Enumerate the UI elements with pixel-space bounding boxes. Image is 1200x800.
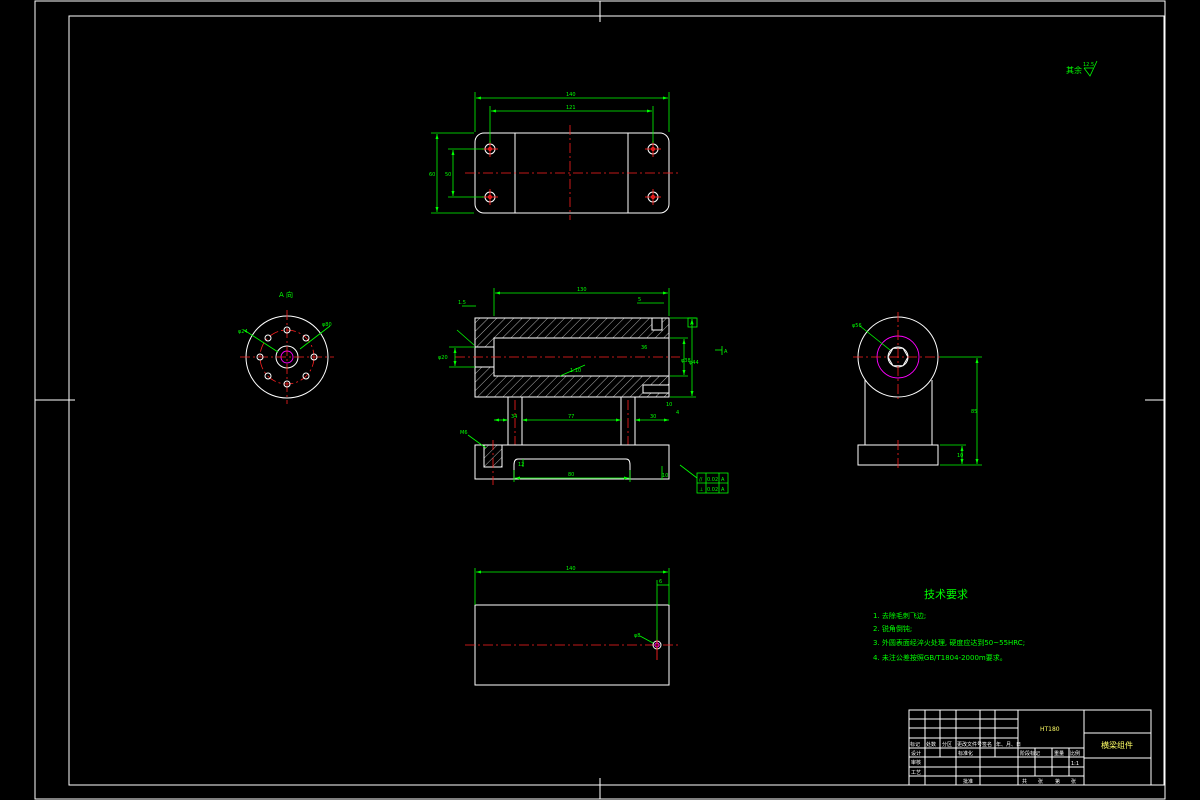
- tb-standard: 标准化: [958, 750, 973, 757]
- tech-req-item: 3. 外圆表面经淬火处理, 硬度应达到50~55HRC;: [873, 638, 1025, 647]
- roughness-note-text: 其余: [1066, 65, 1082, 75]
- top-view: 140 121 60 50: [429, 92, 680, 220]
- dim-front-length: 130: [577, 287, 587, 293]
- top-view-holes: [482, 141, 661, 205]
- tb-sheet-no: 第: [1055, 778, 1060, 785]
- gdt-r2-tol: 0.02: [707, 487, 718, 493]
- gdt-r1-sym: //: [699, 477, 703, 483]
- tb-col-mark: 标记: [910, 741, 920, 748]
- gdt-r2-datum: A: [721, 487, 725, 493]
- view-label-a: A 向: [279, 290, 293, 299]
- gdt-r1-tol: 0.02: [707, 477, 718, 483]
- dim-top-height: 60: [429, 172, 435, 178]
- dim-front-base-len: 80: [568, 472, 574, 478]
- tb-review: 审核: [911, 759, 921, 766]
- tb-process: 工艺: [911, 770, 921, 776]
- title-block: HT180 横梁组件 标记 处数 分区 更改文件号 签名 年、月、日 设计 标准…: [908, 709, 1152, 786]
- dim-right-a: φ56: [852, 323, 862, 329]
- tech-req-item: 4. 未注公差按照GB/T1804-2000m要求。: [873, 653, 1007, 662]
- datum-box: [687, 317, 698, 328]
- dim-front-slot: 5: [638, 297, 641, 303]
- tech-requirements-title: 技术要求: [924, 588, 968, 601]
- dim-top-overall: 140: [566, 92, 576, 98]
- tb-stage: 阶段标记: [1020, 750, 1040, 757]
- dim-right-height: 85: [971, 409, 977, 415]
- dim-front-chamfer: 1.5: [458, 300, 466, 306]
- tb-sheet-total: 共: [1022, 778, 1027, 785]
- tb-col-doc: 更改文件号: [957, 741, 982, 748]
- dim-front-groove: 10: [666, 402, 672, 408]
- roughness-symbol-icon: [1083, 60, 1098, 77]
- tb-sheet-unit: 张: [1038, 778, 1043, 785]
- dim-front-groove2: 4: [676, 410, 679, 416]
- company-name: 横梁组件: [1101, 740, 1133, 750]
- gdt-r2-sym: ⊥: [699, 487, 703, 493]
- left-view-bolt-holes: [256, 326, 318, 388]
- dim-front-left: 34: [511, 414, 517, 420]
- dim-front-right-c: φ44: [689, 360, 699, 366]
- tb-col-count: 处数: [926, 741, 936, 748]
- sheet-border: [34, 0, 1166, 800]
- tb-col-zone: 分区: [942, 741, 952, 748]
- dim-front-right-b: φ38: [681, 358, 691, 364]
- front-section-view: 130 1.5 5 φ20 36 φ38 φ44 10 4 1:10 77 34…: [438, 287, 729, 494]
- dim-top-inner: 50: [445, 172, 451, 178]
- roughness-value: 12.5: [1083, 62, 1094, 68]
- dim-bottom-offset: 6: [659, 579, 662, 585]
- dim-bottom-length: 140: [566, 566, 576, 572]
- tb-sheet-unit2: 张: [1071, 778, 1076, 785]
- dim-left-a: φ24: [238, 329, 248, 335]
- dim-front-mid: 77: [568, 414, 574, 420]
- tb-scale-value: 1:1: [1071, 761, 1079, 767]
- tb-col-date: 年、月、日: [996, 741, 1021, 748]
- dim-front-base-h: 10: [662, 473, 668, 479]
- tech-requirements: 技术要求 1. 去除毛刺飞边; 2. 锐角倒钝; 3. 外圆表面经淬火处理, 硬…: [873, 588, 1025, 662]
- gdt-r1-datum: A: [721, 477, 725, 483]
- tb-scale: 比例: [1070, 750, 1080, 757]
- bottom-view: 140 φ8 6: [465, 566, 680, 686]
- right-view: φ56 85 10: [852, 312, 982, 470]
- dim-bottom-hole: φ8: [634, 633, 640, 639]
- tech-req-item: 1. 去除毛刺飞边;: [873, 611, 926, 620]
- dim-top-holes: 121: [566, 105, 576, 111]
- tb-design: 设计: [911, 750, 921, 757]
- tb-col-sign: 签名: [982, 741, 992, 748]
- tech-req-item: 2. 锐角倒钝;: [873, 624, 912, 633]
- dim-front-thread: M6: [460, 430, 468, 436]
- tb-approve: 批准: [963, 778, 973, 785]
- datum-label: A: [690, 321, 694, 327]
- dim-left-b: φ80: [322, 322, 332, 328]
- dim-front-bore: φ20: [438, 355, 448, 361]
- gdt-frame: // 0.02 A ⊥ 0.02 A: [679, 464, 729, 494]
- section-arrow-label: A: [724, 349, 728, 355]
- roughness-note: 其余 12.5: [1066, 60, 1098, 77]
- dim-right-base: 10: [957, 453, 963, 459]
- dim-front-right: 30: [650, 414, 656, 420]
- left-view-a: A 向 φ24 φ80: [238, 290, 334, 404]
- part-name: HT180: [1040, 726, 1060, 733]
- tb-weight: 重量: [1054, 750, 1064, 757]
- dim-front-right-a: 36: [641, 345, 647, 351]
- dim-front-slope: 1:10: [570, 368, 581, 374]
- dim-front-base-offset: 12: [518, 462, 524, 468]
